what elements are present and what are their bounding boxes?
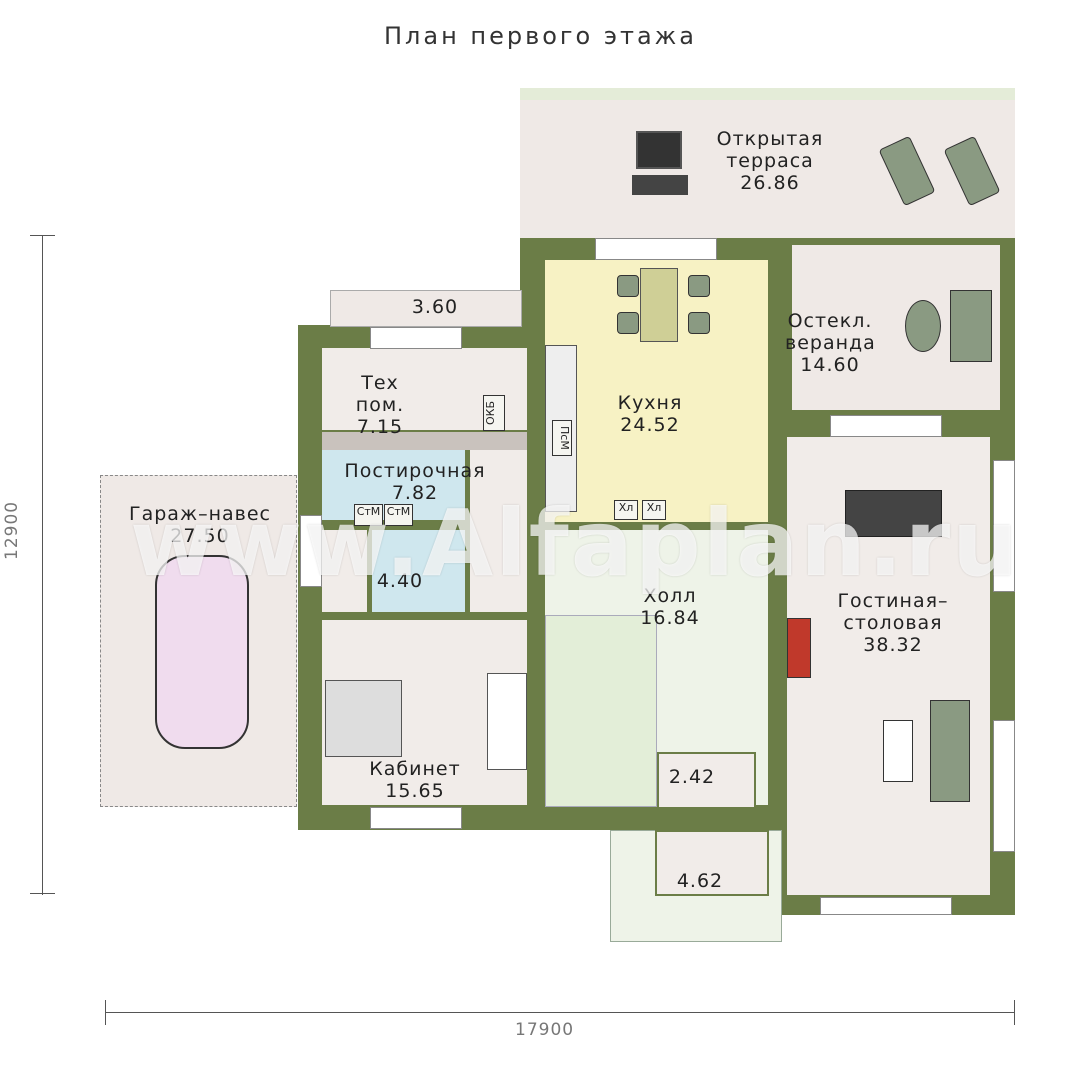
plan-title: План первого этажа (383, 22, 698, 50)
height-dimension: 12900 (2, 500, 22, 560)
car-icon (155, 555, 249, 749)
sofa-icon (930, 700, 970, 802)
dimension-tick (30, 893, 55, 894)
dishwasher-label: ПсМ (552, 420, 572, 456)
dimension-tick (30, 235, 55, 236)
sofa-icon (950, 290, 992, 362)
window (370, 327, 462, 349)
dimension-tick (105, 1000, 106, 1025)
height-dimension-line (42, 235, 43, 895)
dining-table-icon (640, 268, 678, 342)
watermark: www.Alfaplan.ru (130, 490, 1020, 597)
boiler-label: ОКБ (483, 395, 505, 431)
bed-sofa-icon (325, 680, 402, 757)
window (993, 460, 1015, 592)
dimension-tick (1014, 1000, 1015, 1025)
storage-label: 2.42 (668, 766, 716, 788)
fridge-label: Хл (642, 500, 666, 520)
room-closet (322, 530, 367, 612)
cabinets (322, 432, 527, 450)
porch-label: 4.62 (676, 870, 724, 892)
dining-table-icon (845, 490, 942, 537)
window (830, 415, 942, 437)
veranda-table-icon (905, 300, 941, 352)
window (820, 897, 952, 915)
bench-icon (632, 175, 688, 195)
room-storage (657, 752, 756, 809)
desk-icon (487, 673, 527, 770)
bathroom-label: 4.40 (376, 570, 424, 592)
chair-icon (688, 312, 710, 334)
side-porch-label: 3.60 (411, 296, 459, 318)
washer-label: СтМ (354, 504, 383, 526)
coffee-table-icon (883, 720, 913, 782)
window (993, 720, 1015, 852)
window (300, 515, 322, 587)
tech-room-label: Тех пом.7.15 (355, 372, 405, 438)
room-corridor (470, 450, 527, 612)
side-porch (330, 290, 522, 327)
window (595, 238, 717, 260)
width-dimension-line (105, 1012, 1015, 1013)
chair-icon (688, 275, 710, 297)
staircase (545, 615, 657, 807)
chair-icon (617, 275, 639, 297)
entrance-porch (655, 830, 769, 896)
washer-label: СтМ (384, 504, 413, 526)
grill-icon (636, 131, 682, 169)
chair-icon (617, 312, 639, 334)
room-terrace (520, 88, 1015, 238)
fridge-label: Хл (614, 500, 638, 520)
window (370, 807, 462, 829)
fireplace-icon (787, 618, 811, 678)
room-bathroom (372, 530, 465, 612)
width-dimension: 17900 (515, 1020, 575, 1040)
